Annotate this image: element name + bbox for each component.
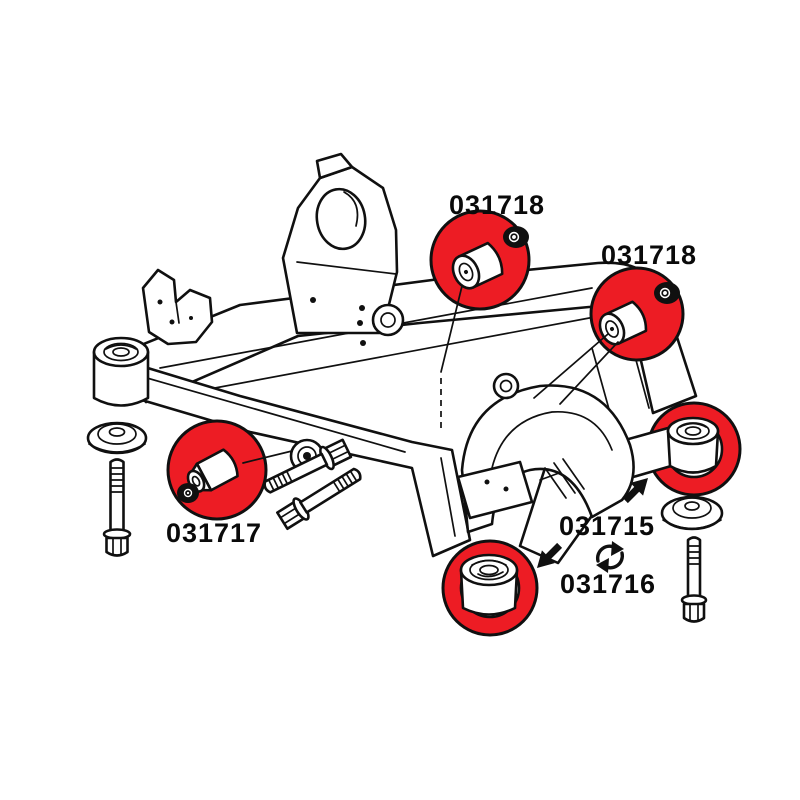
left-bushing-sleeve [92, 336, 150, 407]
part-label-lower-right-a: 031715 [559, 511, 655, 541]
right-bolt [680, 536, 708, 623]
diagonal-bolt-1 [263, 438, 353, 494]
arrow-southwest-icon [536, 542, 563, 569]
arrow-northeast-icon [622, 477, 649, 504]
part-label-top: 031718 [449, 190, 545, 220]
mount-plate [456, 460, 534, 520]
part-label-left: 031717 [166, 518, 262, 548]
nut [654, 282, 680, 304]
leader-lines [242, 285, 619, 464]
left-bracket [141, 268, 214, 346]
part-label-lower-right-b: 031716 [560, 569, 656, 599]
swap-icon [595, 541, 625, 573]
right-ring-bushing [666, 416, 720, 474]
left-bolt [102, 458, 132, 557]
diagonal-bolt-2 [276, 467, 362, 531]
bushing-highlight-right-disc [589, 266, 685, 362]
right-washer [660, 495, 724, 531]
bushing-highlight-left-disc [166, 419, 268, 521]
bushing-highlight-top-disc [429, 209, 531, 311]
front-rail [126, 360, 472, 558]
nut [177, 483, 199, 503]
diff-mount-bracket [281, 152, 399, 335]
nut [503, 226, 529, 248]
bottom-ring-bushing [459, 553, 519, 616]
part-label-upper-right: 031718 [601, 240, 697, 270]
left-washer [86, 421, 148, 455]
